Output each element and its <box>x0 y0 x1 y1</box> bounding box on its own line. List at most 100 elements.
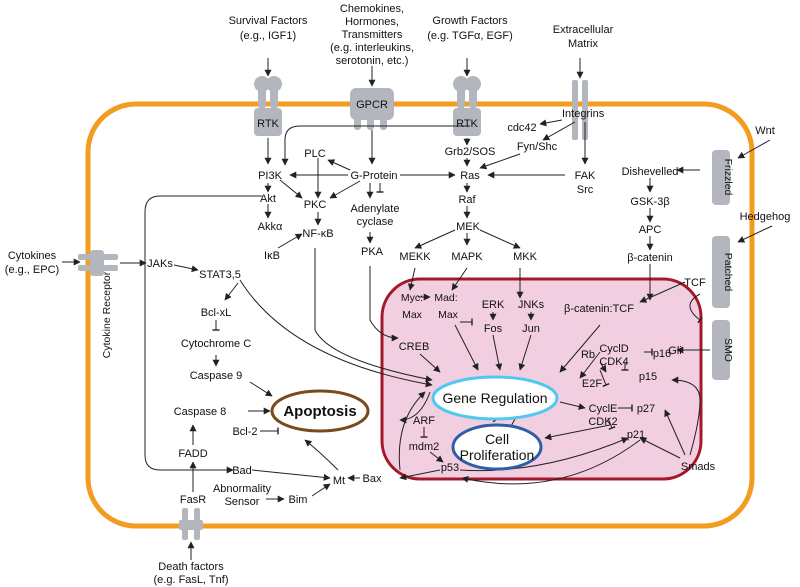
label-mkk: MKK <box>513 251 538 263</box>
label-cdk4: CDK4 <box>599 356 628 368</box>
label-growth-factors: Growth Factors <box>432 15 508 27</box>
label-p21: p21 <box>627 429 645 441</box>
label-mt: Mt <box>333 475 345 487</box>
label-chemokines-1: Chemokines, <box>340 3 404 15</box>
label-growth-factors-eg: (e.g. TGFα, EGF) <box>427 30 513 42</box>
label-grb2-sos: Grb2/SOS <box>445 146 496 158</box>
label-p16: p16 <box>653 348 671 360</box>
label-src: Src <box>577 184 594 196</box>
label-cytokine-receptor: Cytokine Receptor <box>101 271 113 358</box>
label-cell-prolif-2: Proliferation <box>460 447 535 463</box>
label-bim: Bim <box>289 494 308 506</box>
label-myc: Myc: <box>401 292 423 304</box>
label-apc: APC <box>639 224 662 236</box>
label-cell-prolif-1: Cell <box>485 431 509 447</box>
label-smo: SMO <box>722 338 734 362</box>
label-caspase9: Caspase 9 <box>190 370 243 382</box>
label-pka: PKA <box>361 246 384 258</box>
label-smads: Smads <box>681 461 716 473</box>
label-bcl2: Bcl-2 <box>232 426 257 438</box>
label-rtk-right: RTK <box>456 118 478 130</box>
label-ikb: IκB <box>264 250 280 262</box>
cytokine-receptor <box>78 250 118 276</box>
label-gpcr: GPCR <box>356 99 388 111</box>
label-ecm-1: Extracellular <box>553 24 614 36</box>
label-akt: Akt <box>260 193 276 205</box>
label-abnormality-2: Sensor <box>225 496 260 508</box>
rtk-left-receptor <box>254 76 282 136</box>
label-max-2: Max <box>438 309 459 321</box>
fasr-receptor <box>179 508 203 540</box>
label-g-protein: G-Protein <box>350 170 397 182</box>
label-chemokines-5: serotonin, etc.) <box>336 55 409 67</box>
label-cycle: CyclE <box>589 403 618 415</box>
label-gli: Gli <box>668 345 681 357</box>
pathway-edges <box>62 58 773 560</box>
label-hedgehog: Hedgehog <box>740 211 791 223</box>
label-abnormality-1: Abnormality <box>213 483 272 495</box>
label-chemokines-2: Hormones, <box>345 16 399 28</box>
label-cytochrome: Cytochrome C <box>181 338 251 350</box>
label-jnks: JNKs <box>518 299 545 311</box>
nucleus <box>380 277 703 481</box>
label-rb: Rb <box>581 349 595 361</box>
label-cdk2: CDK2 <box>588 416 617 428</box>
label-fasr: FasR <box>180 494 206 506</box>
label-cytokines: Cytokines <box>8 250 57 262</box>
apoptosis-node <box>270 389 370 433</box>
label-jun: Jun <box>522 323 540 335</box>
label-bcatenin: β-catenin <box>627 252 672 264</box>
label-bclxl: Bcl-xL <box>201 307 232 319</box>
label-death-factors-eg: (e.g. FasL, Tnf) <box>154 574 229 586</box>
label-dishevelled: Dishevelled <box>622 166 679 178</box>
integrins-receptor <box>572 80 588 140</box>
label-p53: p53 <box>441 462 459 474</box>
label-creb: CREB <box>399 341 430 353</box>
label-adenylate-1: Adenylate <box>351 203 400 215</box>
label-e2f: E2F <box>582 378 602 390</box>
label-bad: Bad <box>232 465 252 477</box>
label-max-1: Max <box>402 309 423 321</box>
label-mapk: MAPK <box>451 251 483 263</box>
label-erk: ERK <box>482 299 505 311</box>
label-arf: ARF <box>413 415 435 427</box>
label-akka: Akkα <box>258 221 283 233</box>
label-stat: STAT3,5 <box>199 269 241 281</box>
label-wnt: Wnt <box>755 125 775 137</box>
label-adenylate-2: cyclase <box>357 216 394 228</box>
label-fos: Fos <box>484 323 503 335</box>
pathway-labels: Survival Factors (e.g., IGF1) Chemokines… <box>5 3 791 586</box>
label-cdc42: cdc42 <box>507 122 536 134</box>
label-fak: FAK <box>575 170 596 182</box>
label-pi3k: PI3K <box>258 170 283 182</box>
label-pkc: PKC <box>304 199 327 211</box>
label-integrins: Integrins <box>562 108 605 120</box>
label-tcf: TCF <box>684 277 706 289</box>
label-p27: p27 <box>637 403 655 415</box>
cell-proliferation-node <box>451 423 543 471</box>
label-gsk3b: GSK-3β <box>630 196 669 208</box>
label-apoptosis: Apoptosis <box>283 403 356 420</box>
frizzled-receptor <box>712 150 730 205</box>
label-bax: Bax <box>363 473 382 485</box>
label-mekk: MEKK <box>399 251 431 263</box>
label-nfkb: NF-κB <box>302 228 333 240</box>
label-bcatenin-tcf: β-catenin:TCF <box>564 303 634 315</box>
label-survival-factors: Survival Factors <box>229 15 308 27</box>
label-jaks: JAKs <box>147 258 173 270</box>
label-p15: p15 <box>639 371 657 383</box>
label-ecm-2: Matrix <box>568 38 598 50</box>
label-death-factors: Death factors <box>158 561 224 573</box>
label-frizzled: Frizzled <box>722 159 734 196</box>
label-ras: Ras <box>460 170 480 182</box>
label-mdm2: mdm2 <box>409 441 440 453</box>
rtk-right-receptor <box>453 76 481 136</box>
label-plc: PLC <box>304 148 325 160</box>
label-cytokines-eg: (e.g., EPC) <box>5 264 59 276</box>
label-chemokines-4: (e.g. interleukins, <box>330 42 414 54</box>
label-caspase8: Caspase 8 <box>174 406 227 418</box>
patched-receptor <box>712 236 730 308</box>
label-fadd: FADD <box>178 448 207 460</box>
